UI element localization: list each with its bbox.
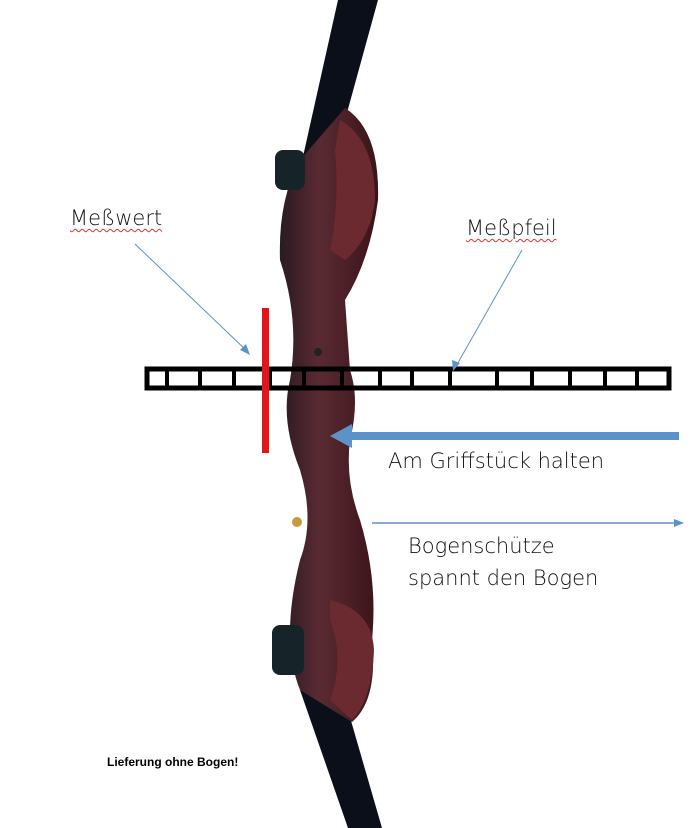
- ruler-divider: [603, 369, 607, 388]
- delivery-note: Lieferung ohne Bogen!: [107, 755, 239, 769]
- ruler-divider: [635, 369, 639, 388]
- measure-arrow-text: Meßpfeil: [466, 216, 557, 240]
- upper-limb-bolt: [275, 150, 305, 190]
- lower-limb-bolt: [272, 625, 304, 675]
- measure-arrow-label: Meßpfeil: [466, 216, 557, 240]
- ruler-divider: [302, 369, 306, 388]
- ruler-divider: [268, 369, 272, 388]
- ruler-divider: [410, 369, 414, 388]
- ruler-divider: [530, 369, 534, 388]
- archer-label-line1: Bogenschütze: [408, 534, 555, 558]
- ruler-divider: [495, 369, 499, 388]
- ruler-divider: [448, 369, 452, 388]
- brass-bushing: [292, 517, 302, 527]
- upper-limb: [300, 0, 378, 170]
- ruler-divider: [378, 369, 382, 388]
- ruler-divider: [232, 369, 236, 388]
- ruler-divider: [198, 369, 202, 388]
- measure-value-pointer: [134, 243, 249, 353]
- lower-limb: [300, 690, 382, 828]
- measurement-marker: [262, 308, 269, 453]
- ruler-segments: [165, 369, 639, 388]
- ruler-divider: [165, 369, 169, 388]
- archer-label-line2: spannt den Bogen: [408, 566, 599, 590]
- hold-grip-arrow: [350, 432, 679, 440]
- riser: [279, 108, 379, 722]
- plunger-hole: [314, 348, 322, 356]
- ruler-divider: [340, 369, 344, 388]
- measure-arrow-pointer: [454, 249, 523, 369]
- measure-value-label: Meßwert: [70, 206, 163, 230]
- hold-grip-label: Am Griffstück halten: [388, 449, 605, 473]
- measuring-arrow-ruler: [144, 366, 672, 391]
- ruler-divider: [568, 369, 572, 388]
